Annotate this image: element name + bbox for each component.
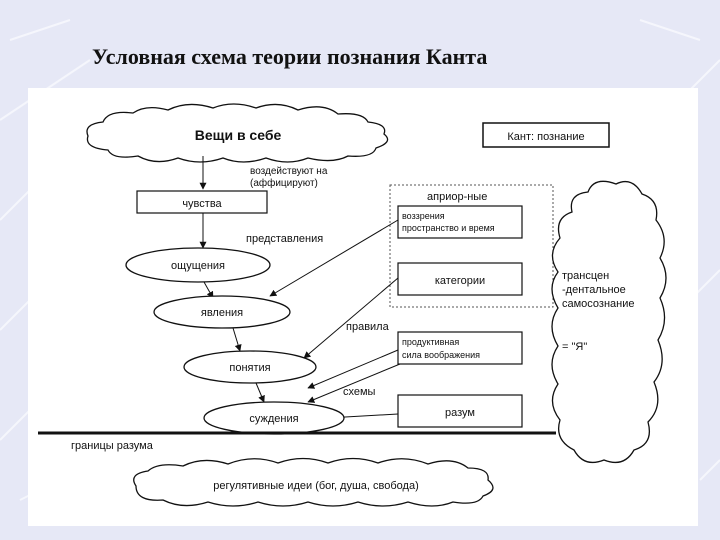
concepts-ellipse xyxy=(183,350,317,384)
concepts-to-judgments-arrow xyxy=(255,382,265,403)
judgments-label: суждения xyxy=(249,413,298,425)
categories-label: категории xyxy=(435,275,485,287)
intuitions-label-line1: воззрения xyxy=(402,211,445,221)
kant-legend-box xyxy=(482,122,610,148)
imagination-label-line1: продуктивная xyxy=(402,337,459,347)
appearances-ellipse xyxy=(153,295,291,329)
transcendental-label-line1: трансцен xyxy=(562,270,609,282)
appearances-to-concepts-arrow xyxy=(232,327,242,352)
transcendental-label-line4: = "Я" xyxy=(562,341,587,353)
kant-cognition-diagram: Вещи в себе Кант: познание воздействуют … xyxy=(38,103,667,507)
sensations-to-appearances-arrow xyxy=(203,281,214,299)
appearances-label: явления xyxy=(201,307,243,319)
imagination-to-judgments-arrow xyxy=(307,363,401,403)
transcendental-label-line2: -дентальное xyxy=(562,284,626,296)
sensibility-box xyxy=(136,190,268,214)
diagram-panel: Вещи в себе Кант: познание воздействуют … xyxy=(28,88,698,526)
imagination-box xyxy=(397,331,523,365)
transcendental-label-line3: самосознание xyxy=(562,298,635,310)
regulative-ideas-cloud: регулятивные идеи (бог, душа, свобода) xyxy=(133,457,494,507)
transcendental-self-consciousness-cloud: трансцен -дентальное самосознание = "Я" xyxy=(551,180,667,464)
slide-title: Условная схема теории познания Канта xyxy=(92,44,488,69)
categories-to-concepts-arrow xyxy=(303,277,399,359)
rules-label: правила xyxy=(346,321,390,333)
sensations-label: ощущения xyxy=(171,260,225,272)
reason-label: разум xyxy=(445,407,475,419)
regulative-ideas-label: регулятивные идеи (бог, душа, свобода) xyxy=(213,480,419,492)
concepts-label: понятия xyxy=(229,362,270,374)
categories-box xyxy=(397,262,523,296)
act-on-label-line2: (аффицируют) xyxy=(250,177,318,189)
intuitions-label-line2: пространство и время xyxy=(402,223,495,233)
kant-legend-label: Кант: познание xyxy=(507,131,584,143)
apriori-label: априор-ные xyxy=(427,191,487,203)
intuitions-to-appearances-arrow xyxy=(269,219,399,297)
representations-label: представления xyxy=(246,233,323,245)
intuitions-box xyxy=(397,205,523,239)
schemes-label: схемы xyxy=(343,386,376,398)
sensations-ellipse xyxy=(125,247,271,283)
sensibility-label: чувства xyxy=(182,198,222,210)
act-on-label-line1: воздействуют на xyxy=(250,166,328,177)
imagination-label-line2: сила воображения xyxy=(402,350,480,360)
apriori-dashed-group xyxy=(389,184,554,308)
reason-box xyxy=(397,394,523,428)
things-in-themselves-label: Вещи в себе xyxy=(195,127,282,143)
things-in-themselves-cloud: Вещи в себе xyxy=(86,103,389,163)
imagination-to-concepts-arrow xyxy=(307,349,399,389)
limits-of-reason-label: границы разума xyxy=(71,440,154,452)
